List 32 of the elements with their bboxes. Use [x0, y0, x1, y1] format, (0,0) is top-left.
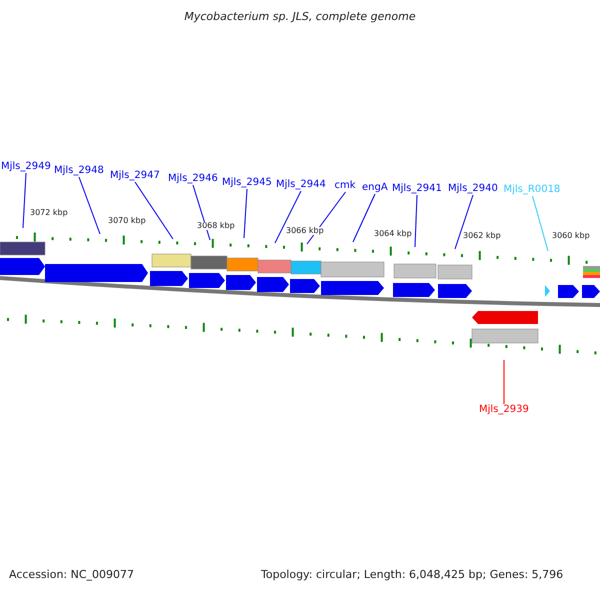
footer-text: Topology: circular; Length: 6,048,425 bp; Genes: 5,796 [260, 569, 564, 580]
tick-label: 3070 kbp [107, 217, 147, 225]
diagram-title: Mycobacterium sp. JLS, complete genome [183, 11, 417, 22]
leader-line [532, 196, 548, 252]
gene-label: Mjls_2941 [392, 184, 442, 194]
leader-line [192, 184, 210, 240]
leader-line [454, 194, 474, 250]
gene-label: Mjls_2939 [479, 405, 529, 415]
footer-text: Accession: NC_009077 [8, 569, 136, 580]
gene-label: Mjls_2948 [54, 166, 104, 176]
tick-label: 3068 kbp [196, 222, 236, 230]
leader-line [134, 182, 174, 240]
leader-line [414, 194, 418, 248]
tick-label: 3064 kbp [373, 230, 413, 238]
leader-line [78, 176, 100, 234]
gene-label: Mjls_2944 [276, 180, 326, 190]
tick-label: 3060 kbp [551, 232, 591, 240]
gene-label: Mjls_2945 [222, 178, 272, 188]
gene-label: engA [362, 183, 388, 193]
gene-label: cmk [334, 181, 356, 191]
leader-line [352, 194, 376, 242]
gene-label: Mjls_2946 [168, 174, 218, 184]
tick-label: 3062 kbp [462, 232, 502, 240]
leader-line [244, 188, 248, 238]
leader-line [274, 190, 302, 244]
leader-line [22, 172, 26, 228]
tick-label: 3066 kbp [285, 227, 325, 235]
gene-label: Mjls_2940 [448, 184, 498, 194]
gene-label: Mjls_2947 [110, 171, 160, 181]
gene-label: Mjls_R0018 [504, 185, 560, 195]
tick-label: 3072 kbp [29, 209, 69, 217]
gene-label: Mjls_2949 [1, 162, 51, 172]
